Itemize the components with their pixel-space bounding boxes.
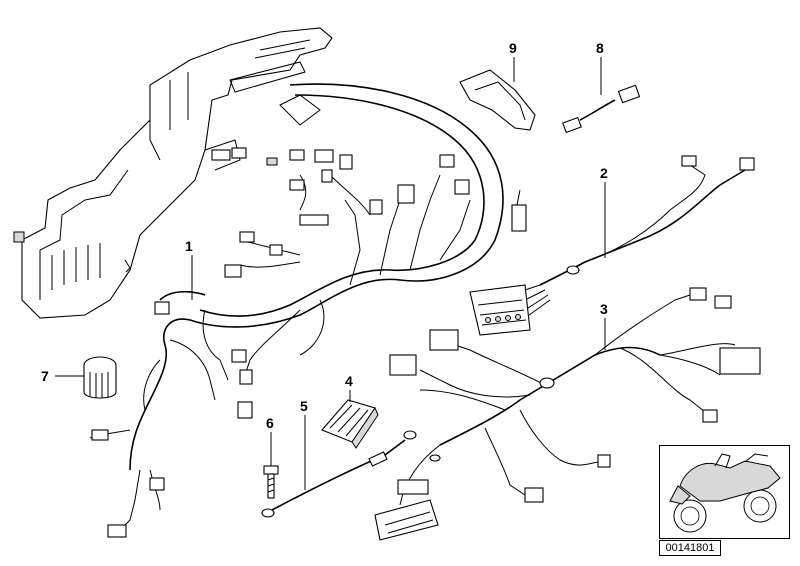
document-number: 00141801 xyxy=(659,540,721,556)
cap-7 xyxy=(83,356,117,399)
callout-4: 4 xyxy=(345,373,353,389)
screw-6 xyxy=(263,465,279,499)
callout-8: 8 xyxy=(596,40,604,56)
motorcycle-icon xyxy=(669,453,781,533)
wire-2 xyxy=(469,155,755,336)
callout-3: 3 xyxy=(600,301,608,317)
callout-5: 5 xyxy=(300,398,308,414)
wire-harness-3 xyxy=(374,287,761,541)
motorcycle-thumbnail xyxy=(659,445,790,539)
battery-tray-housing xyxy=(13,27,333,319)
callout-1: 1 xyxy=(185,238,193,254)
bracket-9 xyxy=(459,69,536,131)
cable-8 xyxy=(562,84,641,134)
holder-4 xyxy=(321,399,379,449)
callout-6: 6 xyxy=(266,415,274,431)
callout-9: 9 xyxy=(509,40,517,56)
callout-7: 7 xyxy=(41,368,49,384)
callout-2: 2 xyxy=(600,165,608,181)
ground-cable-5 xyxy=(261,430,417,518)
callout-leaders xyxy=(55,57,606,490)
main-wiring-harness xyxy=(89,83,527,538)
